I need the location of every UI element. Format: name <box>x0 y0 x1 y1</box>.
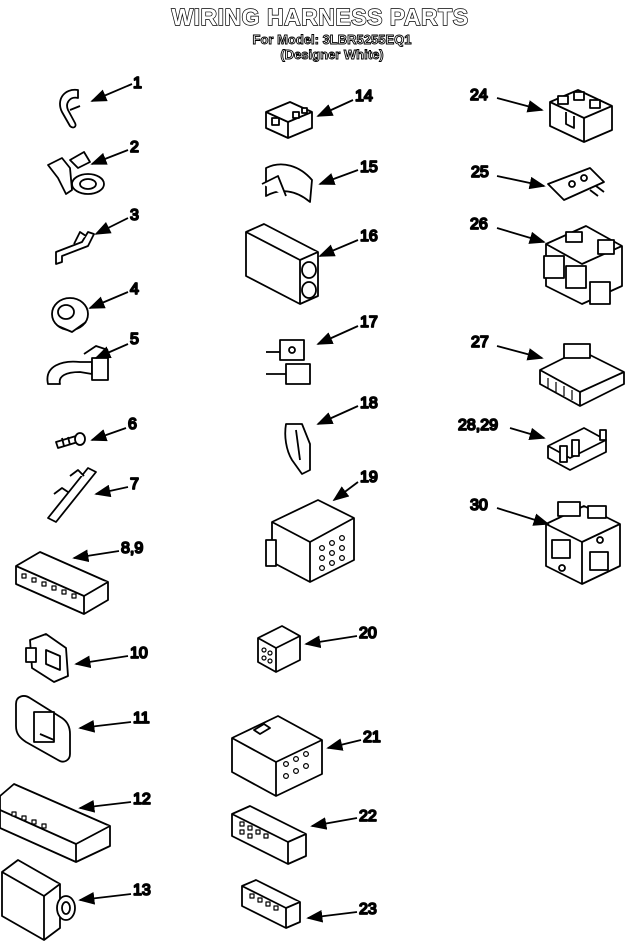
part-leader-14 <box>316 99 354 117</box>
part-8-9-connector-block <box>15 551 109 615</box>
part-6-screw <box>55 432 86 449</box>
part-label-6: 6 <box>128 416 137 433</box>
part-label-30: 30 <box>470 497 488 514</box>
part-5-cable-clip <box>46 345 109 385</box>
part-leader-11 <box>78 720 132 733</box>
part-leader-30 <box>496 507 550 526</box>
part-leader-15 <box>318 169 359 185</box>
part-leader-25 <box>496 175 546 190</box>
part-label-23: 23 <box>359 901 377 918</box>
part-leader-13 <box>78 892 132 905</box>
part-leader-17 <box>316 325 359 345</box>
part-label-19: 19 <box>360 469 378 486</box>
part-label-12: 12 <box>133 791 151 808</box>
model-variant: (Designer White) <box>280 47 384 63</box>
part-label-14: 14 <box>355 88 373 105</box>
part-3-clip <box>55 231 95 265</box>
part-label-1: 1 <box>133 75 142 92</box>
part-label-2: 2 <box>130 139 139 156</box>
part-label-11: 11 <box>133 710 150 727</box>
part-label-20: 20 <box>359 625 377 642</box>
part-16-housing <box>245 223 319 305</box>
part-label-10: 10 <box>130 645 148 662</box>
part-23-terminal-strip <box>241 879 301 929</box>
part-label-17: 17 <box>360 314 378 331</box>
part-15-sleeve <box>261 163 313 203</box>
part-leader-12 <box>78 800 132 813</box>
part-7-strip <box>47 467 97 523</box>
part-14-connector <box>265 101 313 139</box>
part-label-22: 22 <box>359 808 377 825</box>
part-leader-10 <box>74 655 129 669</box>
part-label-8-9: 8,9 <box>121 540 143 557</box>
part-1-clip <box>59 88 81 129</box>
part-28-29-connector <box>547 427 607 471</box>
part-12-terminal-strip <box>0 783 111 863</box>
part-10-connector <box>25 633 69 683</box>
part-label-16: 16 <box>360 228 378 245</box>
part-4-grommet <box>51 297 89 333</box>
part-leader-19 <box>332 481 359 502</box>
part-leader-6 <box>90 427 127 442</box>
model-number: For Model: 3LBR5255EQ1 <box>252 32 412 48</box>
part-label-3: 3 <box>130 207 139 224</box>
part-20-connector <box>257 625 301 673</box>
part-leader-22 <box>310 817 358 830</box>
part-leader-21 <box>326 738 362 751</box>
part-label-18: 18 <box>360 395 378 412</box>
part-27-connector <box>539 343 625 407</box>
part-leader-28-29 <box>509 427 546 440</box>
page-title: WIRING HARNESS PARTS <box>171 3 469 30</box>
part-leader-23 <box>306 909 358 923</box>
part-leader-5 <box>94 343 129 359</box>
part-label-4: 4 <box>130 281 139 298</box>
part-25-terminal-plate <box>547 167 605 201</box>
part-24-connector <box>549 89 613 143</box>
part-19-connector <box>265 499 355 583</box>
part-21-connector-block <box>231 715 323 797</box>
part-label-13: 13 <box>133 882 151 899</box>
part-22-terminal-block <box>231 805 307 865</box>
part-label-24: 24 <box>470 87 488 104</box>
part-leader-27 <box>496 345 544 361</box>
part-leader-7 <box>94 484 129 498</box>
part-label-27: 27 <box>471 334 489 351</box>
part-leader-4 <box>88 291 129 309</box>
part-label-7: 7 <box>130 476 139 493</box>
part-leader-3 <box>94 217 129 235</box>
part-label-25: 25 <box>471 164 489 181</box>
part-leader-26 <box>496 227 546 244</box>
part-label-21: 21 <box>363 729 381 746</box>
part-leader-20 <box>304 635 358 648</box>
part-30-connector-assembly <box>545 501 621 585</box>
part-11-housing <box>15 695 71 763</box>
part-26-connector-assembly <box>543 225 623 305</box>
part-label-26: 26 <box>470 216 488 233</box>
part-leader-16 <box>318 239 359 257</box>
part-13-housing <box>1 859 76 941</box>
part-2-clamp <box>47 151 105 195</box>
part-label-28-29: 28,29 <box>458 417 498 434</box>
part-label-5: 5 <box>130 331 139 348</box>
part-18-bracket <box>284 423 311 475</box>
part-leader-2 <box>90 149 129 165</box>
part-label-15: 15 <box>360 159 378 176</box>
part-leader-1 <box>90 83 133 102</box>
part-leader-24 <box>496 97 544 113</box>
part-17-splice <box>266 339 311 385</box>
part-leader-18 <box>316 405 359 425</box>
part-leader-8-9 <box>72 549 120 563</box>
